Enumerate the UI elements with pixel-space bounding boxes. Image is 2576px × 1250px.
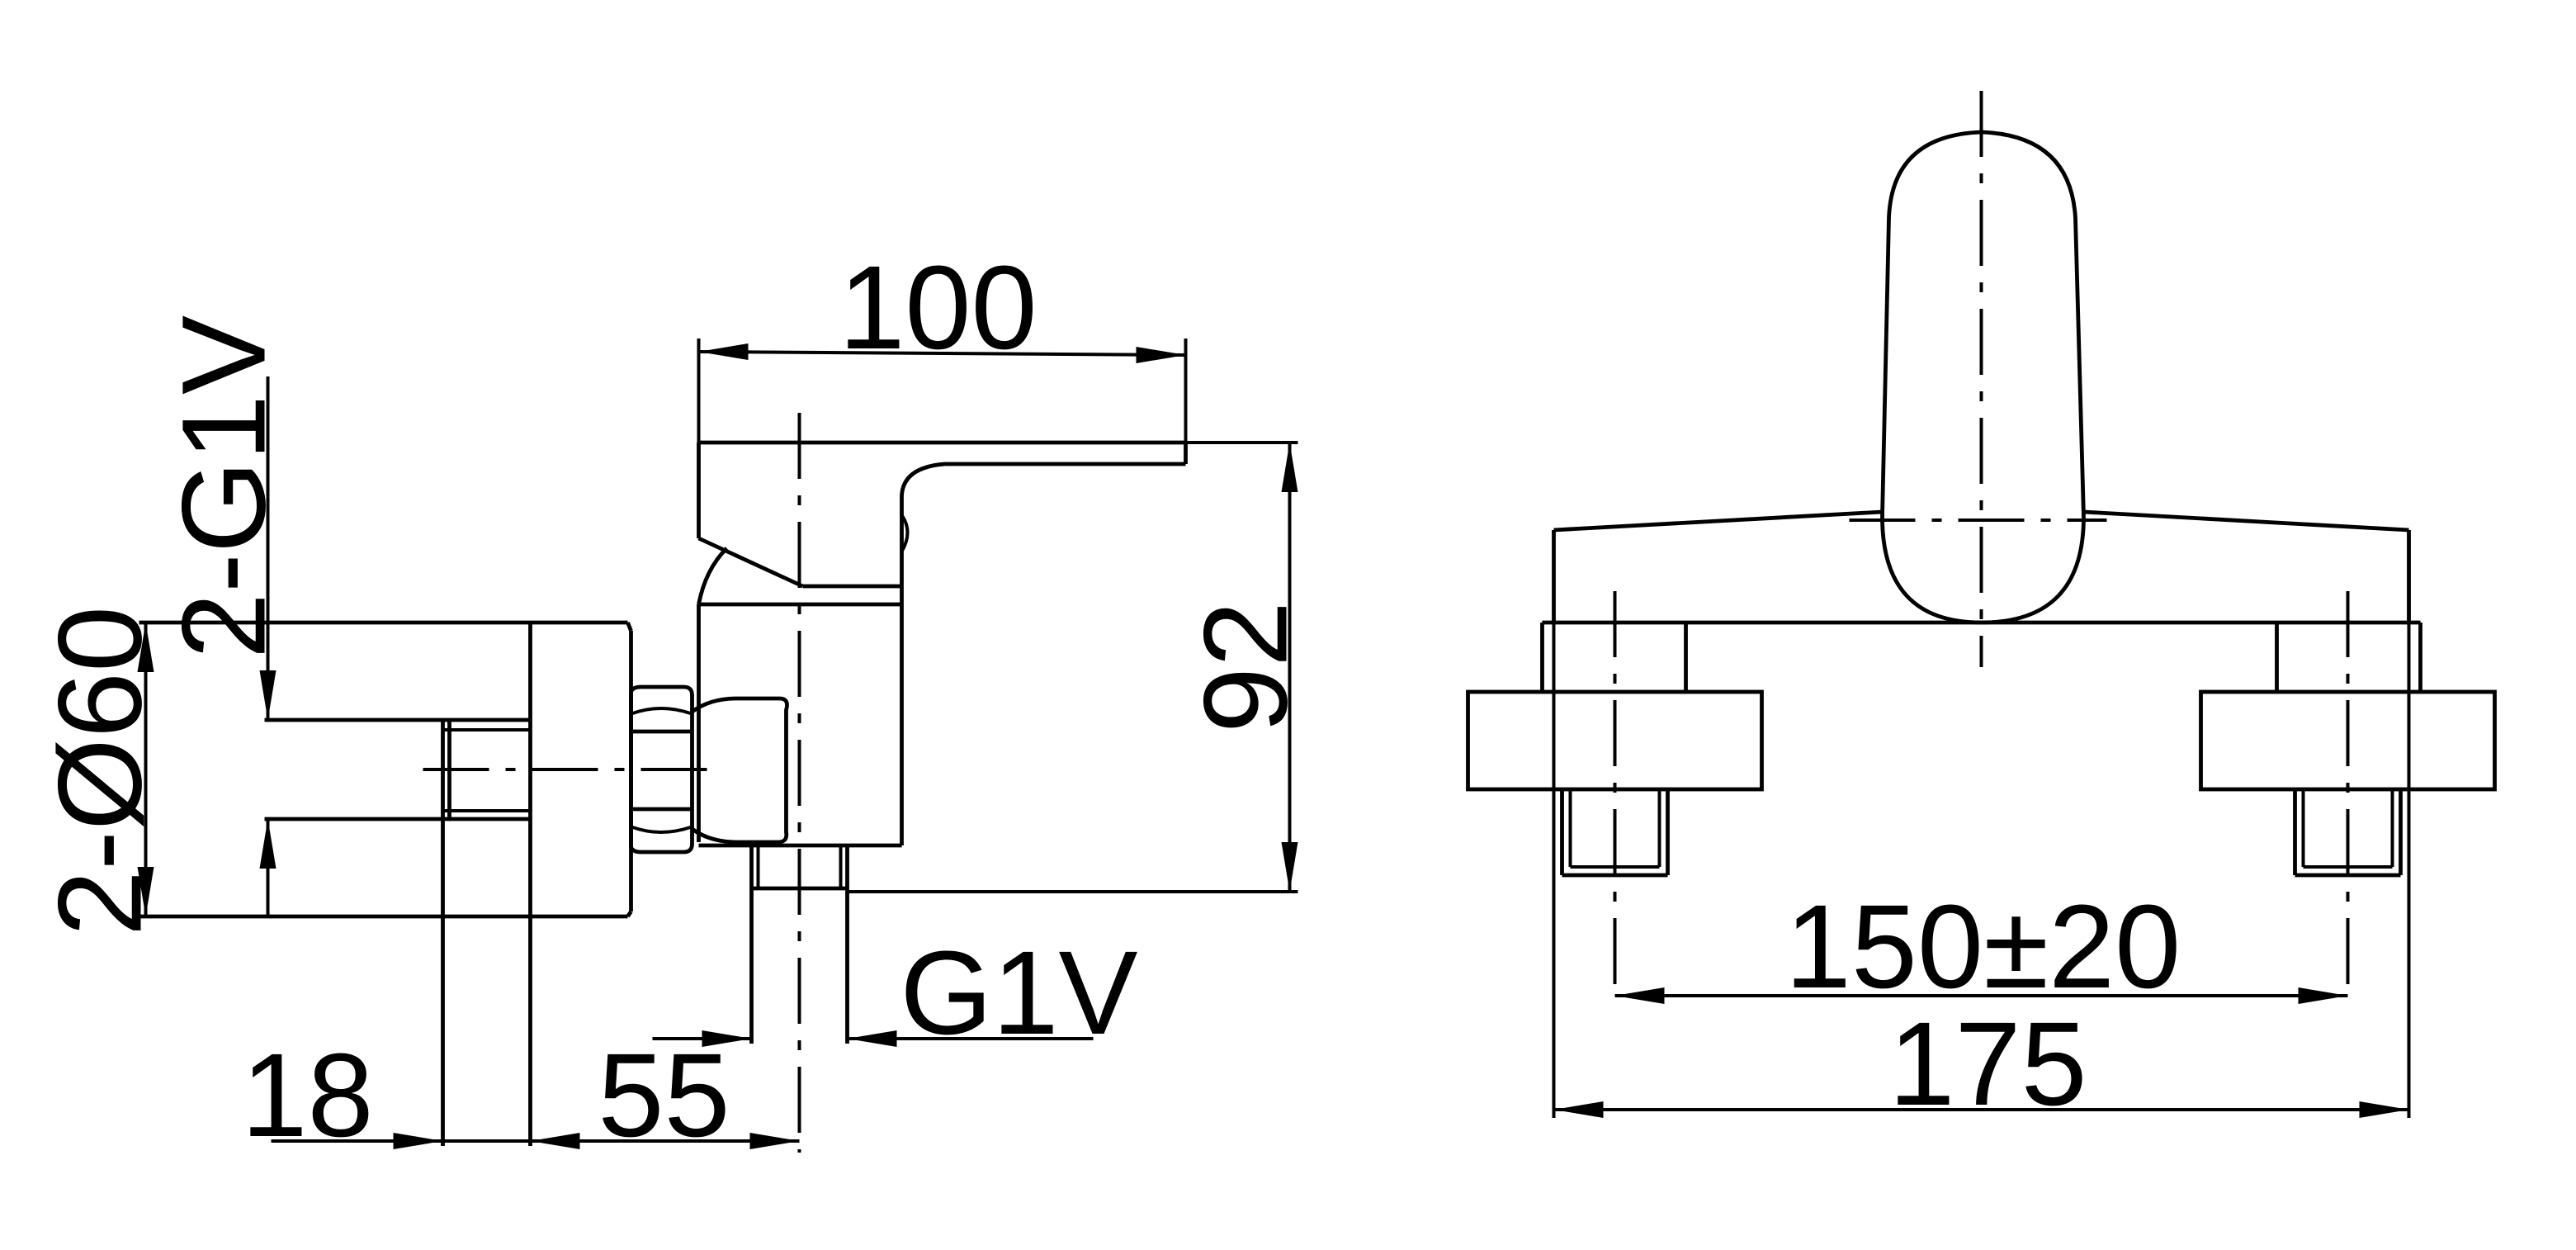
outlet-stub <box>749 845 849 1044</box>
dim-2-o60: 2-Ø60 <box>34 606 167 936</box>
dim-label-18: 18 <box>241 1029 373 1162</box>
front-right-connector <box>2199 591 2497 999</box>
dim-55: 55 <box>530 1029 800 1162</box>
dim-label-2-o60: 2-Ø60 <box>34 606 167 936</box>
dim-18: 18 <box>241 1029 531 1162</box>
side-view: 100 92 2-G1V 2-Ø60 <box>34 241 1312 1162</box>
wall-flange <box>139 620 633 1146</box>
dim-label-150: 150±20 <box>1785 880 2181 1013</box>
lever-handle <box>697 440 1188 604</box>
dim-label-2-g1v: 2-G1V <box>158 315 291 659</box>
dim-label-g1v: G1V <box>900 926 1137 1059</box>
hex-nut <box>629 684 694 855</box>
front-body <box>1540 509 2422 692</box>
dim-150: 150±20 <box>1614 880 2348 1013</box>
wall-connector <box>264 717 531 1146</box>
front-view: 150±20 175 <box>1466 91 2497 1130</box>
dim-label-175: 175 <box>1888 997 2087 1130</box>
dim-label-100: 100 <box>839 241 1037 374</box>
dim-92: 92 <box>847 441 1312 893</box>
dim-100: 100 <box>697 241 1188 443</box>
dim-2-g1v: 2-G1V <box>158 315 291 916</box>
dim-label-55: 55 <box>598 1029 730 1162</box>
front-left-connector <box>1466 591 1764 999</box>
dim-label-92: 92 <box>1179 601 1312 733</box>
swivel-knuckle <box>691 696 789 845</box>
front-lever-handle <box>1849 130 2107 625</box>
dim-g1v: G1V <box>652 926 1138 1059</box>
dim-175: 175 <box>1553 997 2409 1130</box>
